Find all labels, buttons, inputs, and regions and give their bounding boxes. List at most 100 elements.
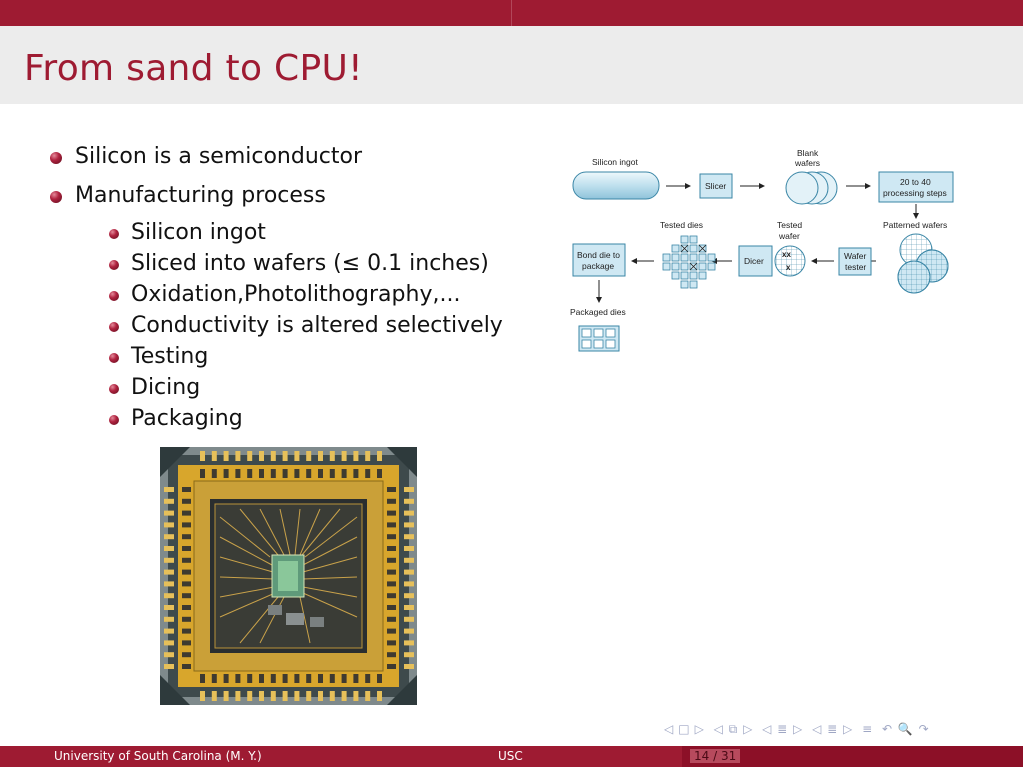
sub-bullet-item: Oxidation,Photolithography,...	[106, 280, 503, 311]
header-divider	[511, 0, 512, 26]
pin	[404, 557, 414, 563]
slide-title: From sand to CPU!	[24, 48, 363, 89]
lead-slot	[387, 487, 396, 492]
lead-slot	[259, 469, 264, 478]
label-tested-dies: Tested dies	[660, 220, 703, 230]
bond-die-box	[572, 243, 626, 277]
die-cell	[671, 271, 680, 280]
lead-slot	[182, 593, 191, 599]
label-bond-1: Bond die to	[577, 250, 620, 260]
pin	[200, 691, 205, 701]
sub-bullet-list: Silicon ingot Sliced into wafers (≤ 0.1 …	[106, 218, 503, 435]
bond-wires	[219, 508, 358, 644]
pin	[164, 581, 174, 587]
pin	[164, 640, 174, 646]
pin	[318, 451, 323, 461]
sub-bullet-text: Conductivity is altered selectively	[131, 313, 503, 338]
ingot-shape	[572, 171, 660, 200]
pin	[164, 605, 174, 610]
sub-bullet-text: Packaging	[131, 406, 243, 431]
bullet-list: Silicon is a semiconductor Manufacturing…	[48, 142, 362, 220]
nav-subsection-icon[interactable]: ◁ ⧉ ▷	[713, 722, 754, 736]
pin	[294, 451, 300, 461]
pin	[164, 664, 174, 669]
lead-slot	[259, 674, 264, 683]
bullet-ball-icon	[109, 322, 119, 332]
defect-mark-icon	[689, 262, 698, 271]
die-cell	[671, 262, 680, 271]
pin	[329, 451, 335, 461]
pin	[223, 451, 229, 461]
lead-slot	[353, 674, 359, 683]
pin	[294, 691, 300, 701]
component	[286, 613, 304, 625]
pin	[164, 487, 174, 492]
lead-slot	[182, 569, 191, 575]
die-cell	[680, 280, 689, 289]
dicer-box	[738, 245, 773, 277]
pin	[306, 691, 312, 701]
lead-slot	[182, 616, 191, 622]
die-cell	[698, 253, 707, 262]
die-cell	[680, 253, 689, 262]
lead-slot	[211, 469, 217, 478]
nav-section-icon[interactable]: ◁ ≣ ▷	[762, 722, 804, 736]
pin	[164, 510, 174, 516]
lead-slot	[182, 487, 191, 492]
label-blank: Blank	[797, 148, 819, 158]
corner	[160, 675, 190, 705]
pin	[365, 691, 371, 701]
label-bond-2: package	[582, 261, 614, 271]
lead-slot	[387, 640, 396, 646]
lead-slot	[282, 469, 288, 478]
lead-slot	[387, 569, 396, 575]
footer-short-title: USC	[498, 749, 523, 763]
bullet-ball-icon	[109, 260, 119, 270]
label-patterned-wafers: Patterned wafers	[883, 220, 947, 230]
footer-page-number: 14 / 31	[690, 749, 741, 763]
pin	[318, 691, 323, 701]
pin	[365, 451, 371, 461]
pin	[404, 616, 414, 622]
nav-align-icon[interactable]: ≡	[862, 722, 874, 736]
die-cell	[671, 244, 680, 253]
pin	[259, 691, 264, 701]
pin	[164, 616, 174, 622]
header-bar	[0, 0, 1023, 26]
nav-next-icon[interactable]: ▷	[694, 722, 705, 736]
beamer-navigation[interactable]: ◁□▷ ◁ ⧉ ▷ ◁ ≣ ▷ ◁ ≣ ▷ ≡ ↶ 🔍 ↷	[664, 722, 934, 737]
pin	[404, 664, 414, 669]
bullet-ball-icon	[109, 415, 119, 425]
bullet-ball-icon	[109, 384, 119, 394]
bullet-text: Silicon is a semiconductor	[75, 144, 363, 169]
lead-slot	[182, 652, 191, 658]
wafer-shape	[785, 171, 819, 205]
die-cell	[662, 262, 671, 271]
label-packaged-dies: Packaged dies	[570, 307, 626, 317]
lead-slot	[318, 469, 323, 478]
nav-frame-icon[interactable]: □	[678, 722, 691, 736]
die-core	[278, 561, 298, 591]
die-cell	[662, 253, 671, 262]
pin	[329, 691, 335, 701]
nav-search-icon[interactable]: ↶ 🔍 ↷	[881, 722, 930, 736]
die-cell	[689, 280, 698, 289]
pin	[211, 451, 217, 461]
lead-slot	[270, 674, 276, 683]
pin	[404, 569, 414, 575]
pin	[404, 534, 414, 540]
label-wafers: wafers	[794, 158, 820, 168]
nav-prev-icon[interactable]: ◁	[664, 722, 675, 736]
lead-slot	[387, 534, 396, 540]
lead-slot	[306, 469, 312, 478]
pin	[404, 652, 414, 658]
die-cell	[680, 262, 689, 271]
die-cell	[680, 271, 689, 280]
corner	[387, 675, 417, 705]
nav-doc-icon[interactable]: ◁ ≣ ▷	[812, 722, 854, 736]
bullet-ball-icon	[50, 191, 62, 203]
pin	[259, 451, 264, 461]
pin	[404, 628, 414, 634]
pin	[211, 691, 217, 701]
title-band: From sand to CPU!	[0, 26, 1023, 104]
